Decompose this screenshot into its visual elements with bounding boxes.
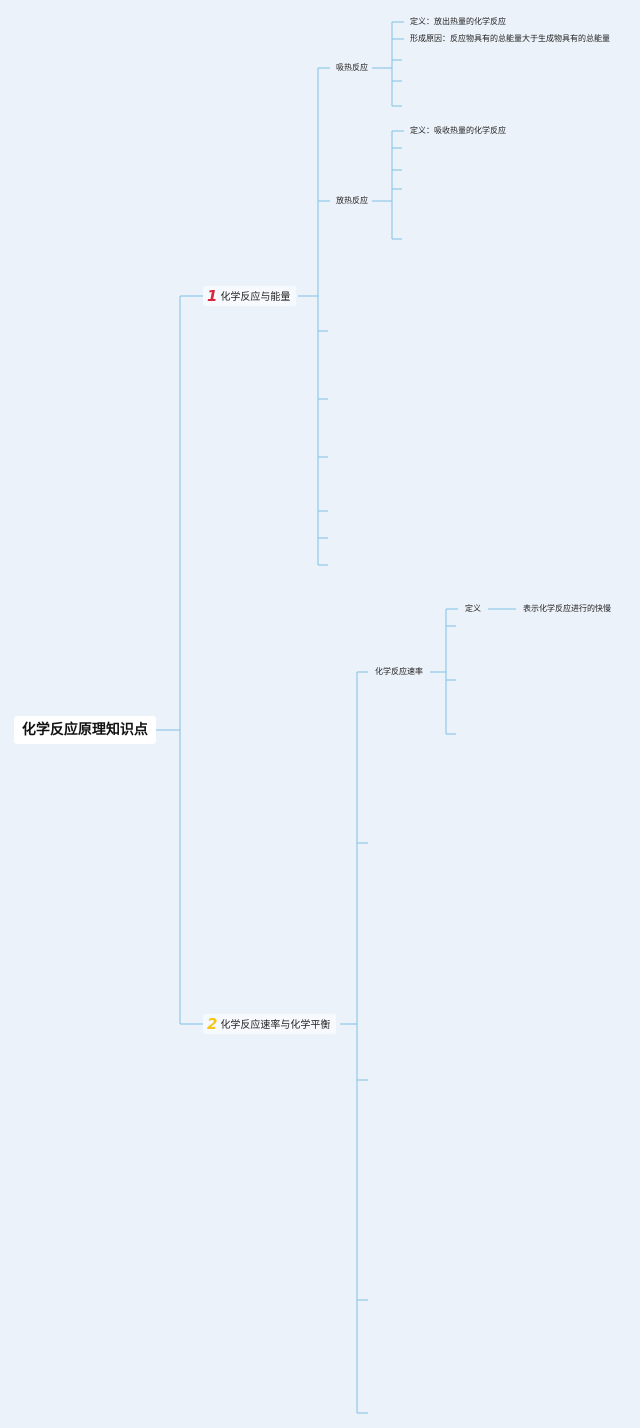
endothermic-node[interactable]: 吸热反应 [336,63,368,73]
rate-definition-label: 定义 [465,604,481,613]
branch1-number: 1 [207,287,218,305]
branch2-title: 化学反应速率与化学平衡 [220,1020,331,1031]
endothermic-definition: 定义：放出热量的化学反应 [410,17,506,26]
root-node[interactable]: 化学反应原理知识点 [14,716,156,744]
exothermic-definition: 定义：吸收热量的化学反应 [410,126,506,135]
rate-node[interactable]: 化学反应速率 [375,667,423,677]
exothermic-node[interactable]: 放热反应 [336,196,368,206]
root-title: 化学反应原理知识点 [22,722,148,738]
exothermic-definition-node[interactable]: 定义：吸收热量的化学反应 [410,126,506,136]
endothermic-label: 吸热反应 [336,63,368,72]
branch2-number: 2 [207,1015,218,1033]
rate-definition-node[interactable]: 定义 [465,604,481,614]
endothermic-cause-node[interactable]: 形成原因：反应物具有的总能量大于生成物具有的总能量 [410,34,610,44]
exothermic-label: 放热反应 [336,196,368,205]
endothermic-cause: 形成原因：反应物具有的总能量大于生成物具有的总能量 [410,34,610,43]
rate-definition-value: 表示化学反应进行的快慢 [523,604,611,613]
rate-definition-value-node[interactable]: 表示化学反应进行的快慢 [523,604,611,614]
endothermic-definition-node[interactable]: 定义：放出热量的化学反应 [410,17,506,27]
branch1-title: 化学反应与能量 [220,292,291,303]
rate-label: 化学反应速率 [375,667,423,676]
